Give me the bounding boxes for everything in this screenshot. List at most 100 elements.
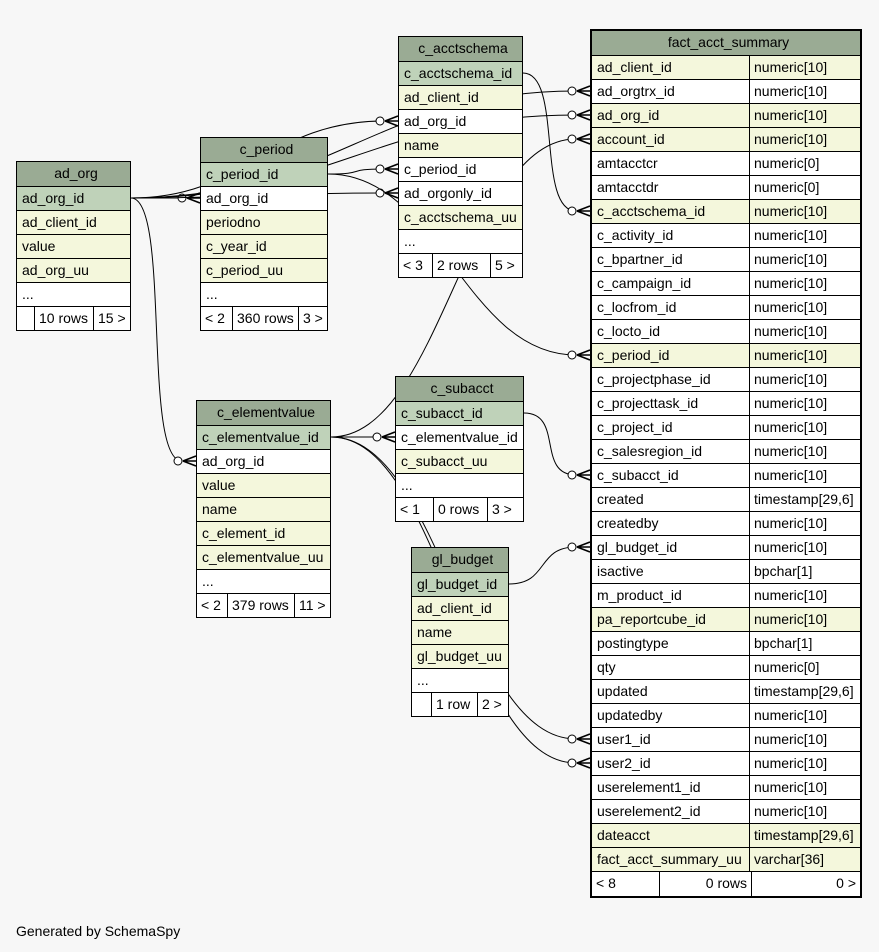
parents-count[interactable]: < 2 [201, 597, 221, 613]
column-row[interactable]: c_elementvalue_id [197, 425, 330, 449]
parents-count[interactable]: < 2 [205, 310, 225, 326]
table-title[interactable]: c_subacct [396, 377, 523, 401]
parents-count[interactable]: < 3 [403, 257, 423, 273]
column-row[interactable]: ad_org_id [17, 186, 130, 210]
column-row[interactable]: c_acctschema_uu [399, 205, 522, 229]
column-row[interactable]: gl_budget_id [412, 572, 508, 596]
table-title[interactable]: gl_budget [412, 548, 508, 572]
column-row[interactable]: name [399, 133, 522, 157]
column-row[interactable]: ad_org_id [399, 109, 522, 133]
column-row[interactable]: ad_org_id [201, 186, 327, 210]
children-count[interactable]: 3 > [298, 307, 327, 330]
column-row[interactable]: c_elementvalue_uu [197, 545, 330, 569]
table-title[interactable]: ad_org [17, 162, 130, 186]
column-row[interactable]: c_year_id [201, 234, 327, 258]
children-count[interactable]: 15 > [93, 307, 130, 330]
column-row[interactable]: name [197, 497, 330, 521]
column-row[interactable]: c_acctschema_id [399, 61, 522, 85]
optional-marker [375, 164, 385, 174]
column-row[interactable]: ad_orgonly_id [399, 181, 522, 205]
column-row[interactable]: periodno [201, 210, 327, 234]
parents-count[interactable] [17, 307, 34, 330]
table-title[interactable]: c_acctschema [399, 37, 522, 61]
column-row[interactable]: value [197, 473, 330, 497]
children-count[interactable]: 5 > [490, 254, 522, 277]
column-name: qty [597, 659, 616, 675]
column-row[interactable]: c_period_uu [201, 258, 327, 282]
column-row[interactable]: name [412, 620, 508, 644]
table-title[interactable]: fact_acct_summary [592, 31, 860, 55]
table-title[interactable]: c_elementvalue [197, 401, 330, 425]
parents-count[interactable]: < 1 [400, 501, 420, 517]
column-row[interactable]: ad_org_uu [17, 258, 130, 282]
column-row[interactable]: ad_org_id [197, 449, 330, 473]
column-row[interactable]: c_elementvalue_id [396, 425, 523, 449]
column-row[interactable]: ... [412, 668, 508, 692]
column-row[interactable]: ad_client_id [412, 596, 508, 620]
children-count[interactable]: 3 > [487, 498, 523, 521]
column-row[interactable]: ... [17, 282, 130, 306]
children-count[interactable]: 11 > [294, 594, 330, 617]
column-row[interactable]: c_element_id [197, 521, 330, 545]
many-marker [384, 187, 399, 199]
table-title[interactable]: c_period [201, 138, 327, 162]
column-row[interactable]: ad_client_id [399, 85, 522, 109]
column-row[interactable]: c_period_id [399, 157, 522, 181]
column-row[interactable]: c_period_id [201, 162, 327, 186]
column-row[interactable]: c_subacct_id [396, 401, 523, 425]
column-row[interactable]: ... [197, 569, 330, 593]
column-row[interactable]: value [17, 234, 130, 258]
column-row[interactable]: ... [396, 473, 523, 497]
parents-count[interactable]: < 8 [596, 875, 616, 891]
column-row[interactable]: ... [201, 282, 327, 306]
column-row[interactable]: ad_client_id [17, 210, 130, 234]
column-row[interactable]: ... [399, 229, 522, 253]
parents-count[interactable] [412, 693, 431, 716]
children-count[interactable]: 2 > [477, 693, 508, 716]
column-row[interactable]: c_subacct_uu [396, 449, 523, 473]
column-row[interactable]: gl_budget_uu [412, 644, 508, 668]
children-count[interactable]: 0 > [751, 872, 860, 896]
